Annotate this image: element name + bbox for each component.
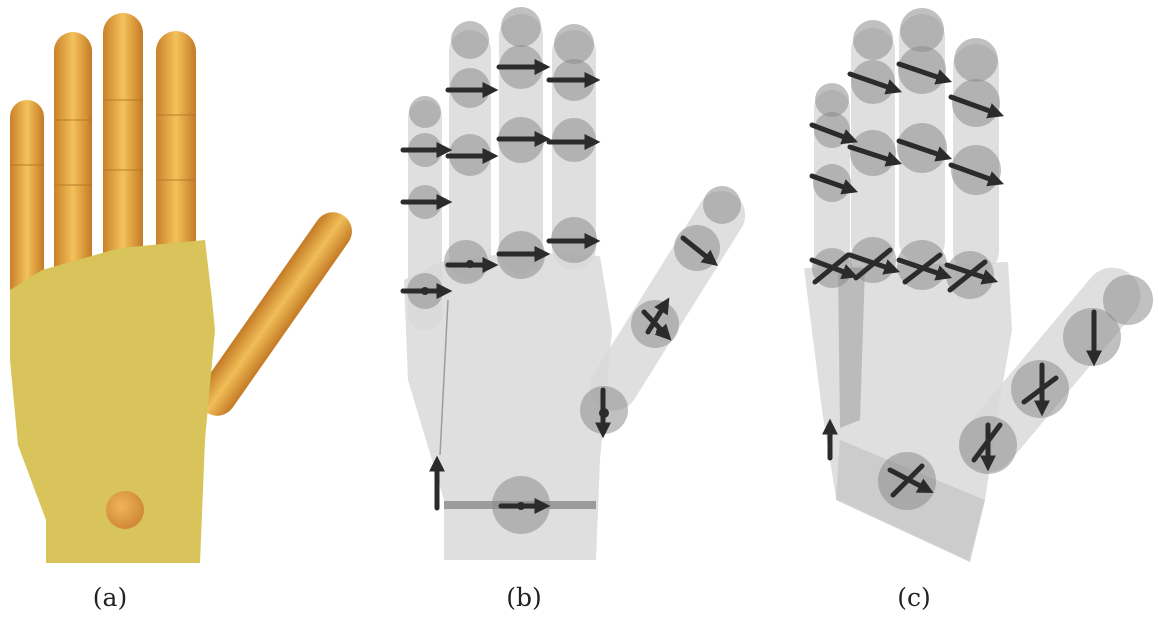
caption-b: (b) bbox=[506, 583, 542, 612]
panel-c-joint-axes-oblique bbox=[804, 8, 1153, 562]
panel-b-joint-axes-front bbox=[403, 7, 754, 560]
panel-a-rendered-hand bbox=[10, 13, 359, 563]
wrist-joint bbox=[106, 491, 144, 529]
caption-c: (c) bbox=[897, 583, 931, 612]
caption-a: (a) bbox=[93, 583, 127, 612]
middle-finger bbox=[103, 13, 143, 283]
ring-finger bbox=[54, 32, 92, 292]
thumb bbox=[191, 205, 360, 423]
